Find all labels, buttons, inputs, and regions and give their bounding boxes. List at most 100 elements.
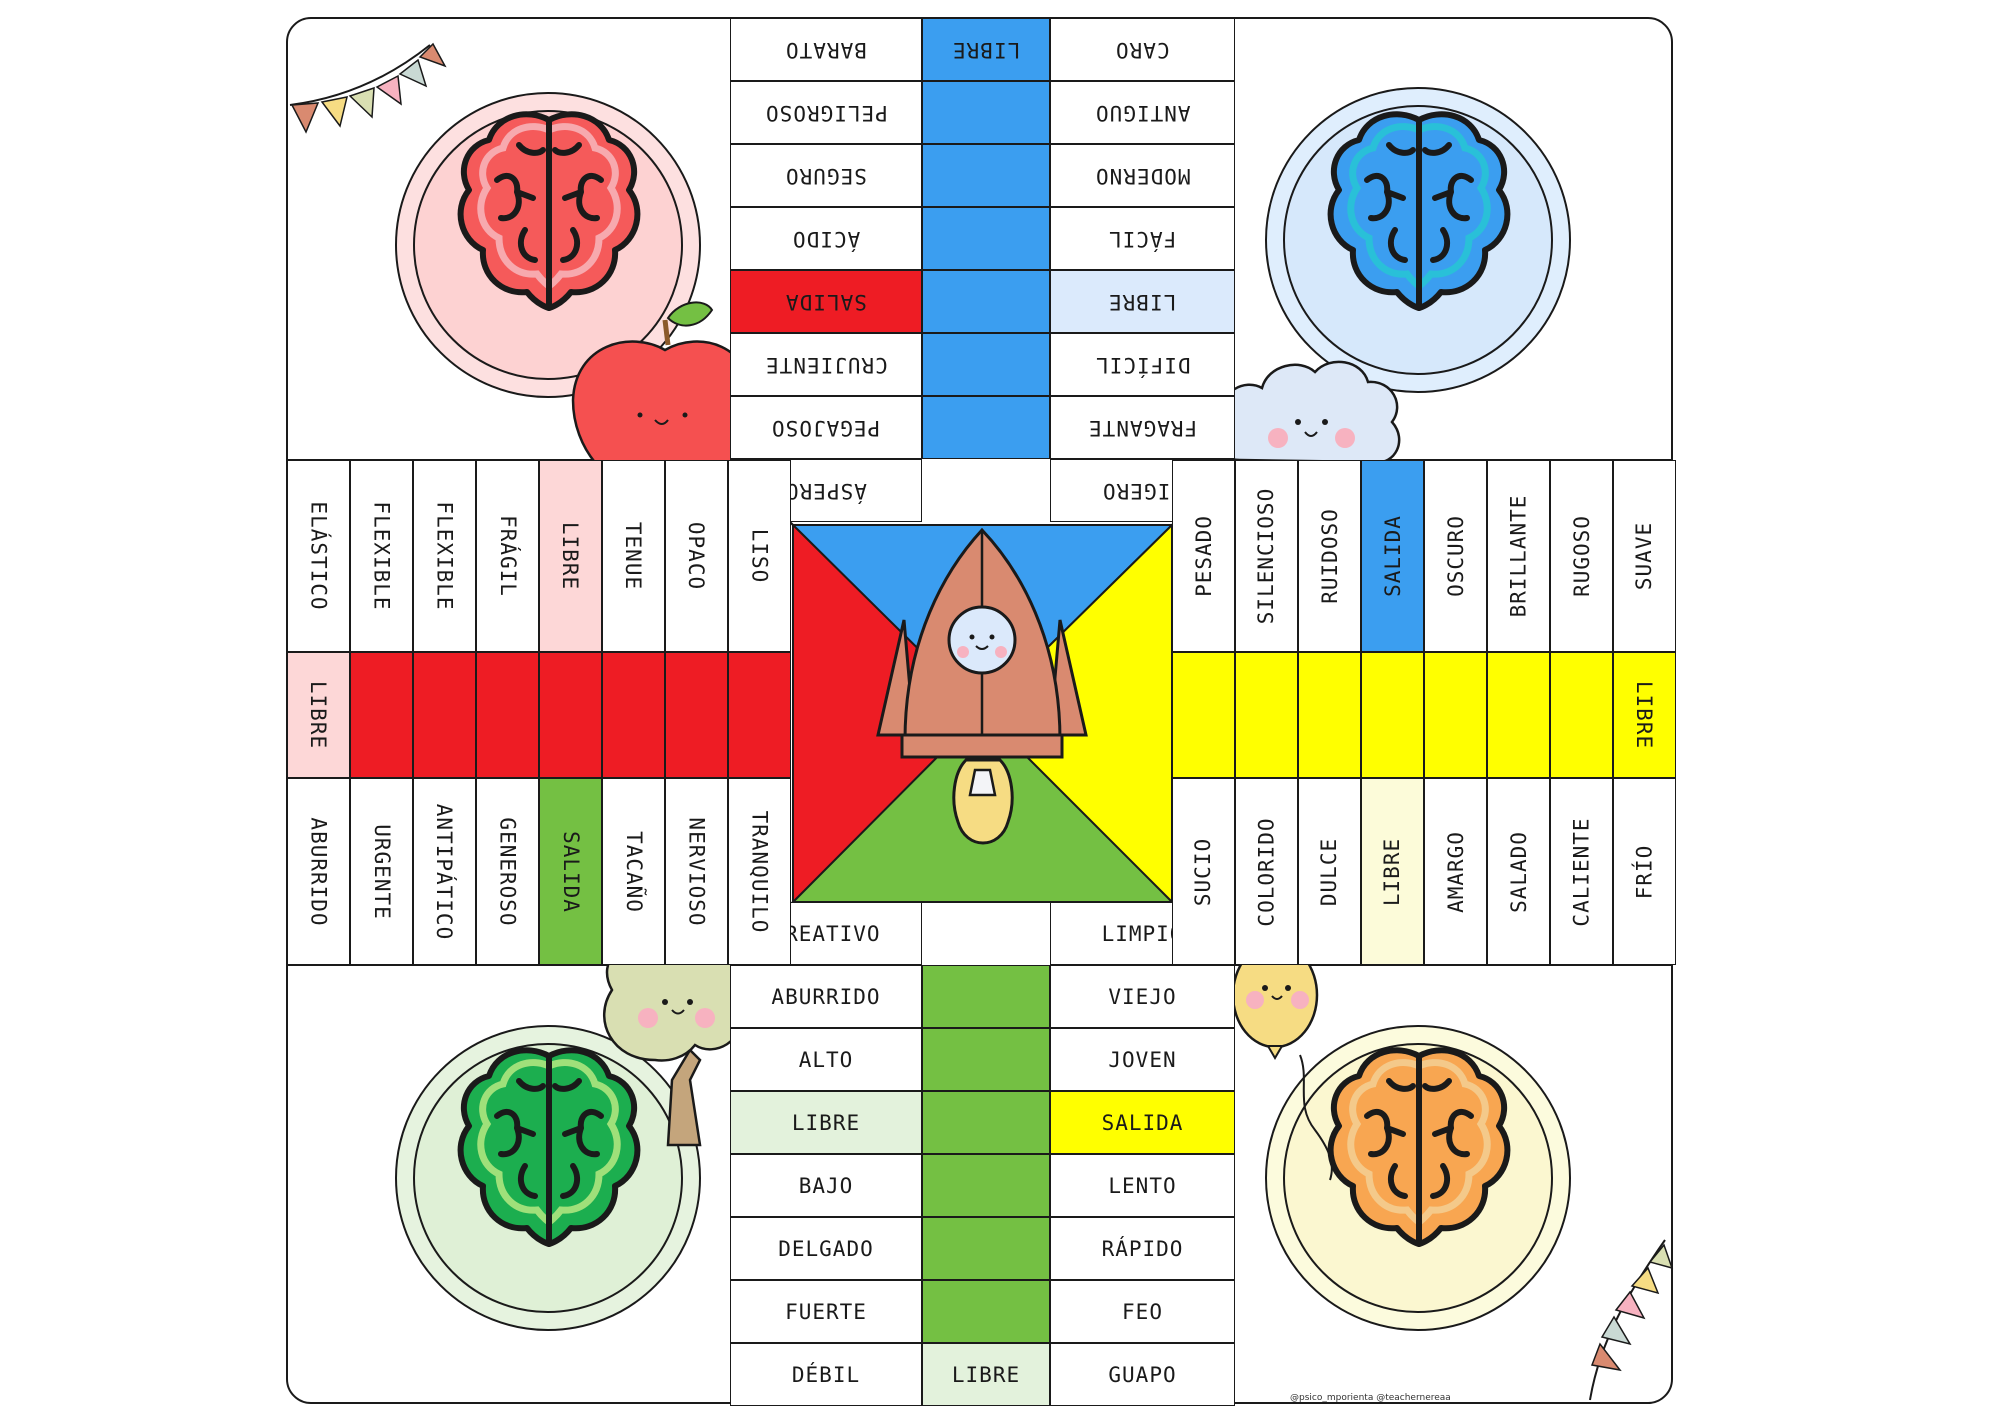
right-bottom-cell[interactable]: SUCIO [1172,778,1235,965]
left-bottom-cell[interactable]: SALIDA [539,778,602,965]
top-center-blue-cell[interactable]: LIBRE [922,18,1050,81]
bottom-center-green-cell[interactable] [922,1154,1050,1217]
bottom-right-cell[interactable]: SALIDA [1050,1091,1235,1154]
right-bottom-cell-label: COLORIDO [1254,816,1279,927]
right-bottom-cell[interactable]: DULCE [1298,778,1361,965]
left-top-cell[interactable]: FLEXIBLE [350,460,413,652]
left-bottom-cell[interactable]: GENEROSO [476,778,539,965]
top-center-blue-cell[interactable] [922,333,1050,396]
bottom-center-green-cell[interactable] [922,965,1050,1028]
top-center-blue-cell[interactable] [922,270,1050,333]
left-bottom-cell[interactable]: ABURRIDO [287,778,350,965]
left-bottom-cell[interactable]: TACAÑO [602,778,665,965]
bottom-left-cell[interactable]: DÉBIL [730,1343,922,1406]
top-left-cell[interactable]: SALIDA [730,270,922,333]
right-bottom-cell[interactable]: AMARGO [1424,778,1487,965]
top-left-cell-label: BARATO [785,37,867,62]
right-bottom-cell[interactable]: SALADO [1487,778,1550,965]
left-center-cell[interactable]: LIBRE [287,652,350,778]
top-right-cell[interactable]: MODERNO [1050,144,1235,207]
bottom-left-cell-label: LIBRE [791,1110,861,1135]
left-top-cell[interactable]: LIBRE [539,460,602,652]
right-center-yellow-cell[interactable] [1424,652,1487,778]
right-bottom-cell[interactable]: LIBRE [1361,778,1424,965]
left-center-red-cell[interactable] [476,652,539,778]
right-bottom-cell[interactable]: COLORIDO [1235,778,1298,965]
left-top-cell[interactable]: TENUE [602,460,665,652]
left-center-red-cell[interactable] [350,652,413,778]
top-right-cell[interactable]: LIBRE [1050,270,1235,333]
right-top-cell[interactable]: RUGOSO [1550,460,1613,652]
right-center-yellow-cell[interactable] [1550,652,1613,778]
left-bottom-cell-label: TRANQUILO [747,810,772,933]
left-bottom-cell[interactable]: NERVIOSO [665,778,728,965]
top-left-cell[interactable]: ÁCIDO [730,207,922,270]
left-bottom-cell[interactable]: TRANQUILO [728,778,791,965]
bottom-right-cell-label: VIEJO [1108,984,1177,1009]
top-left-cell[interactable]: PELIGROSO [730,81,922,144]
top-left-cell[interactable]: PEGAJOSO [730,396,922,459]
bottom-center-green-cell[interactable] [922,1028,1050,1091]
right-center-yellow-cell[interactable] [1172,652,1235,778]
right-top-cell[interactable]: SALIDA [1361,460,1424,652]
bottom-left-cell[interactable]: LIBRE [730,1091,922,1154]
top-right-cell[interactable]: FRAGANTE [1050,396,1235,459]
bottom-left-cell[interactable]: ALTO [730,1028,922,1091]
right-top-cell[interactable]: RUIDOSO [1298,460,1361,652]
bottom-right-cell[interactable]: VIEJO [1050,965,1235,1028]
top-right-cell[interactable]: CARO [1050,18,1235,81]
bottom-center-green-cell-label: LIBRE [951,1362,1021,1387]
bottom-right-cell[interactable]: JOVEN [1050,1028,1235,1091]
bottom-center-green-cell[interactable] [922,1280,1050,1343]
right-top-cell[interactable]: BRILLANTE [1487,460,1550,652]
top-right-cell[interactable]: FÁCIL [1050,207,1235,270]
bottom-right-cell[interactable]: RÁPIDO [1050,1217,1235,1280]
bottom-right-cell[interactable]: FEO [1050,1280,1235,1343]
bottom-right-cell[interactable]: LENTO [1050,1154,1235,1217]
left-top-cell[interactable]: OPACO [665,460,728,652]
bottom-right-cell[interactable]: GUAPO [1050,1343,1235,1406]
left-top-cell[interactable]: LISO [728,460,791,652]
right-bottom-cell[interactable]: FRÍO [1613,778,1676,965]
right-top-cell[interactable]: SILENCIOSO [1235,460,1298,652]
right-top-cell-label: OSCURO [1443,515,1468,597]
right-top-cell[interactable]: PESADO [1172,460,1235,652]
top-center-blue-cell[interactable] [922,207,1050,270]
left-center-red-cell[interactable] [665,652,728,778]
bottom-center-green-cell[interactable] [922,1091,1050,1154]
top-center-blue-cell[interactable] [922,144,1050,207]
top-center-blue-cell[interactable] [922,81,1050,144]
bottom-left-cell[interactable]: BAJO [730,1154,922,1217]
right-center-cell[interactable]: LIBRE [1613,652,1676,778]
left-bottom-cell[interactable]: URGENTE [350,778,413,965]
right-top-cell[interactable]: OSCURO [1424,460,1487,652]
bunting-top-left-icon [289,42,447,134]
bottom-center-green-cell[interactable]: LIBRE [922,1343,1050,1406]
left-center-red-cell[interactable] [413,652,476,778]
left-bottom-cell-label: NERVIOSO [684,816,709,927]
top-left-cell[interactable]: CRUJIENTE [730,333,922,396]
top-right-cell[interactable]: ANTIGUO [1050,81,1235,144]
bottom-left-cell-label: ALTO [798,1047,854,1072]
right-top-cell[interactable]: SUAVE [1613,460,1676,652]
bottom-left-cell[interactable]: FUERTE [730,1280,922,1343]
left-center-red-cell[interactable] [602,652,665,778]
left-top-cell[interactable]: ELÁSTICO [287,460,350,652]
left-center-red-cell[interactable] [728,652,791,778]
right-bottom-cell[interactable]: CALIENTE [1550,778,1613,965]
left-top-cell[interactable]: FRÁGIL [476,460,539,652]
bottom-left-cell[interactable]: DELGADO [730,1217,922,1280]
bottom-left-cell[interactable]: ABURRIDO [730,965,922,1028]
right-center-yellow-cell[interactable] [1235,652,1298,778]
top-right-cell[interactable]: DIFÍCIL [1050,333,1235,396]
bottom-center-green-cell[interactable] [922,1217,1050,1280]
top-center-blue-cell[interactable] [922,396,1050,459]
left-top-cell[interactable]: FLEXIBLE [413,460,476,652]
right-center-yellow-cell[interactable] [1361,652,1424,778]
right-center-yellow-cell[interactable] [1298,652,1361,778]
top-left-cell[interactable]: BARATO [730,18,922,81]
left-center-red-cell[interactable] [539,652,602,778]
right-center-yellow-cell[interactable] [1487,652,1550,778]
left-bottom-cell[interactable]: ANTIPÁTICO [413,778,476,965]
top-left-cell[interactable]: SEGURO [730,144,922,207]
